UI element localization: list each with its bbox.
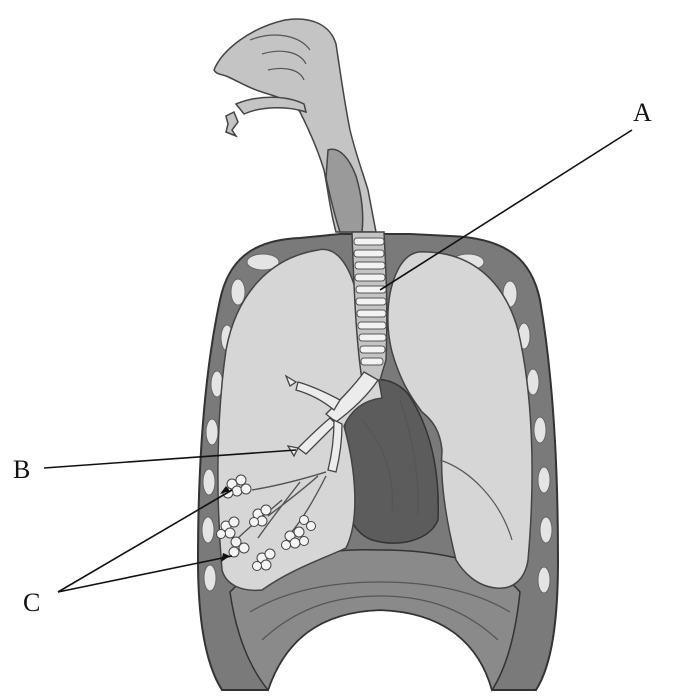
rib [203,469,215,495]
rib [206,419,218,445]
tongue [226,112,238,136]
rib [538,567,550,593]
label-b: B [13,455,30,484]
label-c: C [23,588,40,617]
rib [534,417,546,443]
rib [540,517,552,543]
rib [204,565,216,591]
rib [538,467,550,493]
rib [202,517,214,543]
label-a: A [633,98,652,127]
